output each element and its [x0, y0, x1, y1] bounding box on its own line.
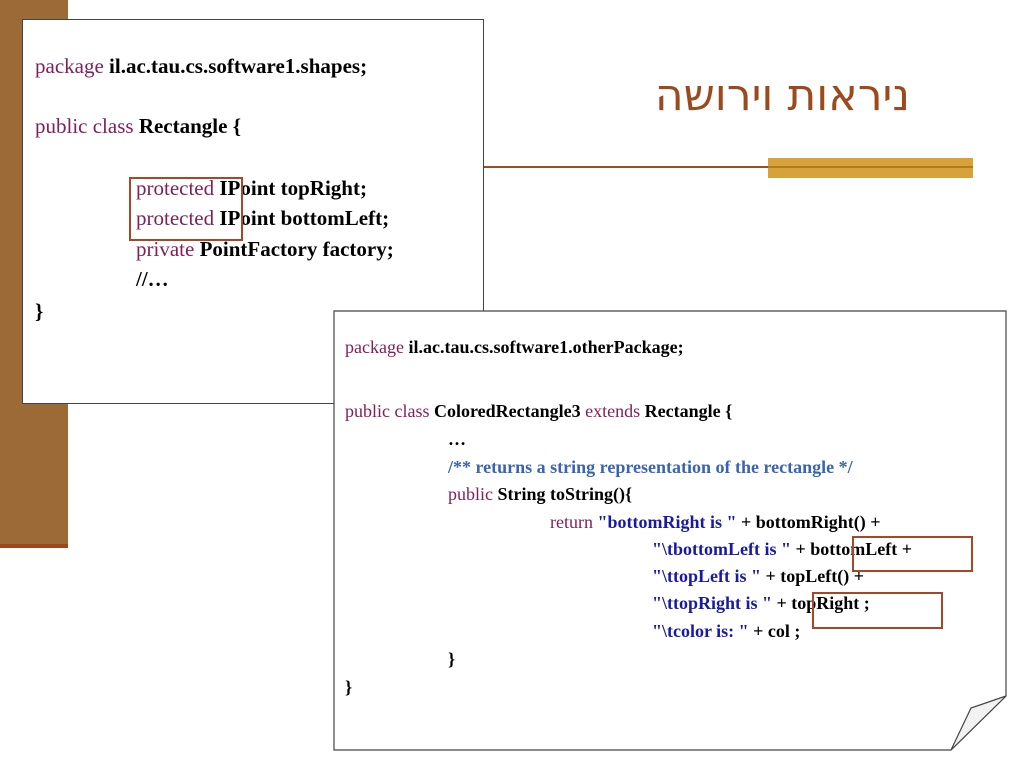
title-accent-line	[768, 166, 973, 168]
code-line: public class ColoredRectangle3 extends R…	[345, 401, 733, 421]
code-line: "\ttopLeft is " + topLeft() +	[652, 566, 864, 586]
code-line: "\tcolor is: " + col ;	[652, 621, 801, 641]
title-accent-block	[768, 158, 973, 178]
code-line: private PointFactory factory;	[136, 237, 394, 261]
code-line: protected IPoint topRight;	[136, 176, 367, 200]
code-line: public class Rectangle {	[35, 114, 241, 138]
code-line: //…	[136, 267, 169, 291]
code-line: package il.ac.tau.cs.software1.otherPack…	[345, 337, 684, 357]
code-line: "\tbottomLeft is " + bottomLeft +	[652, 539, 912, 559]
title-rule	[484, 166, 972, 168]
folded-note-shape	[333, 310, 1007, 751]
code-line: }	[345, 677, 353, 697]
left-bar-bottom-line	[0, 544, 68, 548]
code-line: }	[448, 649, 456, 669]
code-line: public String toString(){	[448, 484, 633, 504]
highlight-topright	[812, 592, 943, 629]
code-line: …	[448, 429, 466, 449]
code-line: }	[35, 299, 44, 323]
code-box-colored-rectangle: package il.ac.tau.cs.software1.otherPack…	[333, 310, 1007, 751]
code-line: package il.ac.tau.cs.software1.shapes;	[35, 54, 368, 78]
highlight-bottomleft	[852, 536, 973, 572]
code-line: protected IPoint bottomLeft;	[136, 206, 390, 230]
code-comment: /** returns a string representation of t…	[448, 457, 853, 477]
code-line: "\ttopRight is " + topRight ;	[652, 593, 870, 613]
code-line: return "bottomRight is " + bottomRight()…	[550, 512, 881, 532]
highlight-protected	[129, 177, 243, 241]
slide-title: ניראות וירושה	[654, 70, 910, 121]
